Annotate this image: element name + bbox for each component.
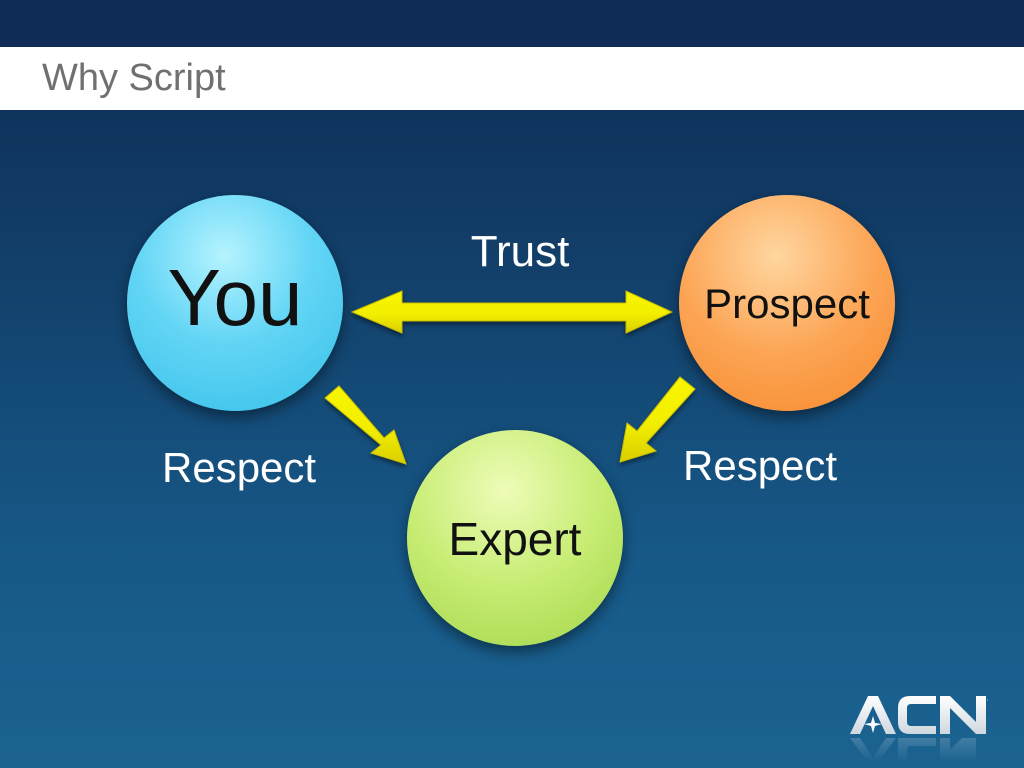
svg-text:®: ® xyxy=(987,697,988,704)
you-label: You xyxy=(167,253,303,342)
respect-right-label: Respect xyxy=(683,442,838,489)
prospect-label: Prospect xyxy=(704,280,870,327)
expert-label: Expert xyxy=(448,513,582,565)
respect-arrow-right xyxy=(619,376,696,463)
starburst-icon xyxy=(864,716,882,733)
respect-left-label: Respect xyxy=(162,444,317,491)
trust-double-arrow xyxy=(350,290,674,334)
slide-title: Why Script xyxy=(42,57,226,99)
trust-label: Trust xyxy=(470,227,570,276)
respect-arrow-left xyxy=(324,385,407,465)
title-bar xyxy=(0,47,1024,110)
expert-circle xyxy=(407,430,623,646)
you-circle xyxy=(127,195,343,411)
top-band xyxy=(0,0,1024,47)
acn-logo: ® xyxy=(850,696,988,762)
prospect-circle xyxy=(679,195,895,411)
